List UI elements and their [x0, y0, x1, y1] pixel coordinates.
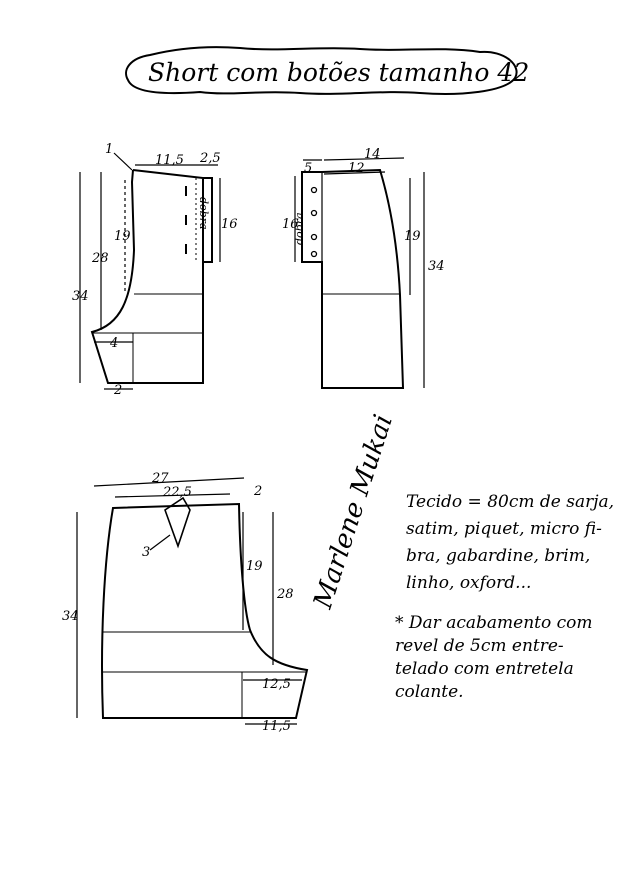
label-1: 1 [105, 142, 113, 157]
fabric_lines-line: Tecido = 80cm de sarja, [406, 492, 614, 512]
dim-line-12 [323, 171, 386, 175]
button-mark [310, 250, 318, 258]
button-mark [310, 233, 318, 241]
finish_lines-line: * Dar acabamento com [395, 613, 592, 633]
label-22-5: 22,5 [162, 485, 192, 500]
label-3: 3 [142, 545, 150, 560]
label-5: 5 [304, 161, 312, 176]
front-labels: 1 11,5 2,5 34 28 19 16 4 2 dobra [72, 142, 238, 398]
label-2c: 2 [253, 484, 262, 499]
label-28c: 28 [276, 587, 294, 602]
dart-mark [164, 496, 191, 549]
back-piece [294, 157, 425, 389]
label-2: 2 [113, 383, 122, 398]
label-19b: 19 [404, 229, 421, 244]
dim-line-14 [323, 157, 405, 161]
front-outline [90, 169, 213, 384]
title-text: Short com botões tamanho 42 [148, 58, 529, 87]
back-labels: 14 5 12 16 19 34 dobra [282, 147, 445, 274]
label-34c: 34 [62, 609, 79, 624]
label-4: 4 [109, 336, 118, 351]
title-frame [125, 46, 518, 95]
label-11-5: 11,5 [155, 153, 184, 168]
label-11-5b: 11,5 [262, 719, 291, 734]
label-16: 16 [221, 217, 238, 232]
label-12-5: 12,5 [262, 677, 291, 692]
notes: Tecido = 80cm de sarja, satim, piquet, mi… [395, 492, 614, 702]
label-fold-b: dobra [293, 212, 306, 245]
finish_lines-line: revel de 5cm entre- [395, 636, 564, 656]
dim-line-1 [113, 152, 133, 171]
dim-line-3 [149, 534, 171, 551]
label-12: 12 [348, 161, 365, 176]
title-banner: Short com botões tamanho 42 [125, 46, 529, 95]
label-16b: 16 [282, 217, 299, 232]
label-28: 28 [91, 251, 109, 266]
label-14: 14 [364, 147, 381, 162]
bottom-labels: 27 22,5 2 3 34 19 28 12,5 11,5 [62, 471, 294, 734]
fabric_lines-line: linho, oxford... [406, 573, 531, 593]
dim-line-22-5 [114, 493, 231, 498]
label-27: 27 [151, 471, 169, 486]
label-fold: dobra [197, 197, 210, 230]
back-outline [301, 168, 405, 389]
button-mark [310, 209, 318, 217]
label-34: 34 [72, 289, 89, 304]
fabric_lines-line: satim, piquet, micro fi- [406, 519, 602, 539]
finish_lines-line: colante. [395, 682, 464, 702]
label-19c: 19 [246, 559, 263, 574]
finish_lines-line: telado com entretela [395, 659, 574, 679]
dim-line-27 [93, 477, 245, 487]
bottom-piece [76, 477, 309, 725]
fabric_lines-line: bra, gabardine, brim, [406, 546, 590, 566]
signature: Marlene Mukai [308, 411, 399, 613]
label-19: 19 [114, 229, 131, 244]
button-mark [310, 186, 318, 194]
front-piece [79, 152, 221, 390]
label-2-5: 2,5 [199, 151, 221, 166]
label-34b: 34 [428, 259, 445, 274]
bottom-outline [101, 502, 309, 719]
